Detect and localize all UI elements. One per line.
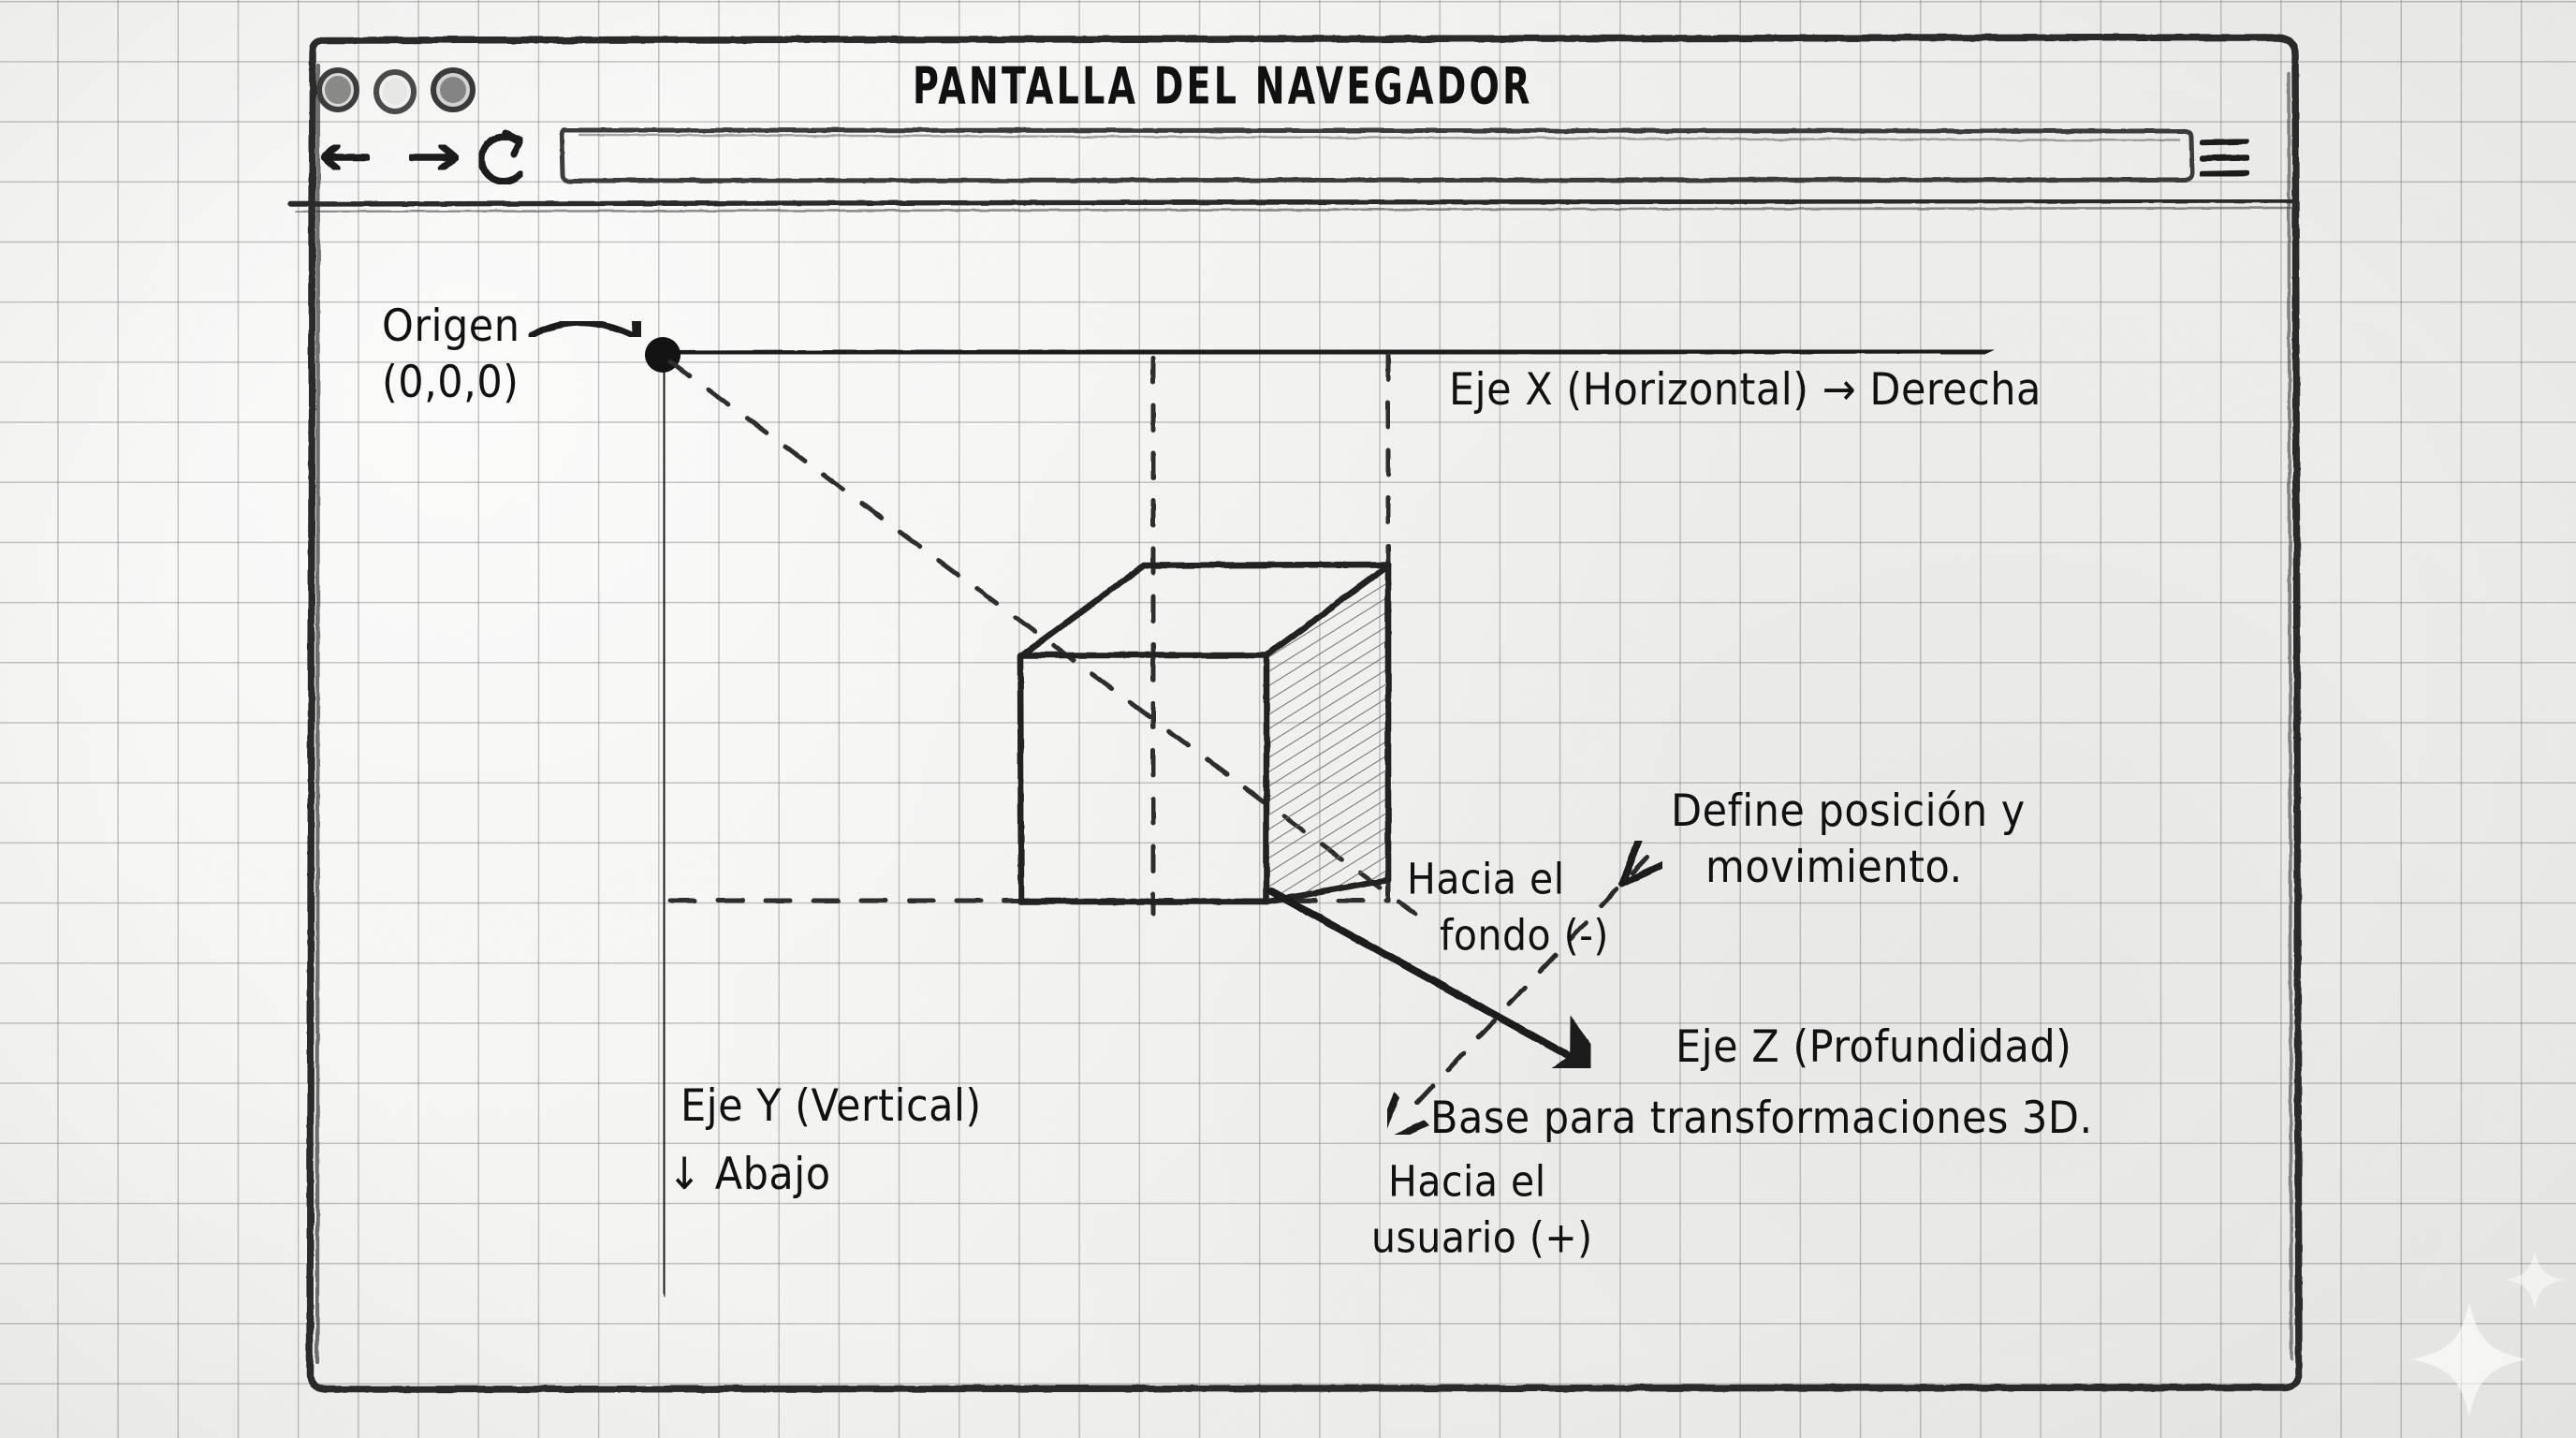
note-define-line2: movimiento. bbox=[1705, 841, 1963, 893]
nav-forward-button[interactable] bbox=[408, 142, 460, 172]
nav-back-button[interactable] bbox=[320, 142, 371, 172]
note-define-line1: Define posición y bbox=[1671, 785, 2026, 837]
minimize-dot[interactable] bbox=[373, 69, 417, 114]
note-base-line1: Base para transformaciones 3D. bbox=[1430, 1092, 2093, 1144]
z-axis-positive-dashed-arrow bbox=[1402, 857, 1647, 1119]
window-title: PANTALLA DEL NAVEGADOR bbox=[913, 55, 1533, 116]
window-controls[interactable] bbox=[316, 67, 476, 114]
titlebar-separator bbox=[287, 198, 2298, 213]
y-axis-line bbox=[630, 352, 698, 1299]
z-negative-label-line1: Hacia el bbox=[1407, 854, 1565, 904]
sparkle-watermark bbox=[2411, 1251, 2564, 1417]
wireframe-cube bbox=[1017, 561, 1392, 905]
x-axis-line bbox=[656, 318, 1995, 382]
hamburger-menu-icon[interactable] bbox=[2199, 138, 2250, 178]
y-axis-label-line1: Eje Y (Vertical) bbox=[681, 1079, 982, 1132]
origin-label-line1: Origen bbox=[382, 300, 520, 352]
y-axis-label-line2: ↓ Abajo bbox=[667, 1148, 831, 1200]
address-bar[interactable] bbox=[559, 127, 2195, 183]
nav-reload-button[interactable] bbox=[477, 129, 524, 185]
origin-label-line2: (0,0,0) bbox=[382, 356, 520, 408]
maximize-dot[interactable] bbox=[431, 67, 476, 112]
x-axis-label: Eje X (Horizontal) → Derecha bbox=[1449, 363, 2042, 416]
z-positive-label-line2: usuario (+) bbox=[1371, 1212, 1593, 1263]
origin-pointer-arrow bbox=[528, 299, 679, 359]
close-dot[interactable] bbox=[316, 67, 359, 112]
z-axis-label: Eje Z (Profundidad) bbox=[1676, 1020, 2072, 1073]
browser-window-frame bbox=[306, 34, 2303, 1393]
z-negative-label-line2: fondo (-) bbox=[1440, 910, 1609, 961]
z-positive-label-line1: Hacia el bbox=[1388, 1156, 1546, 1207]
